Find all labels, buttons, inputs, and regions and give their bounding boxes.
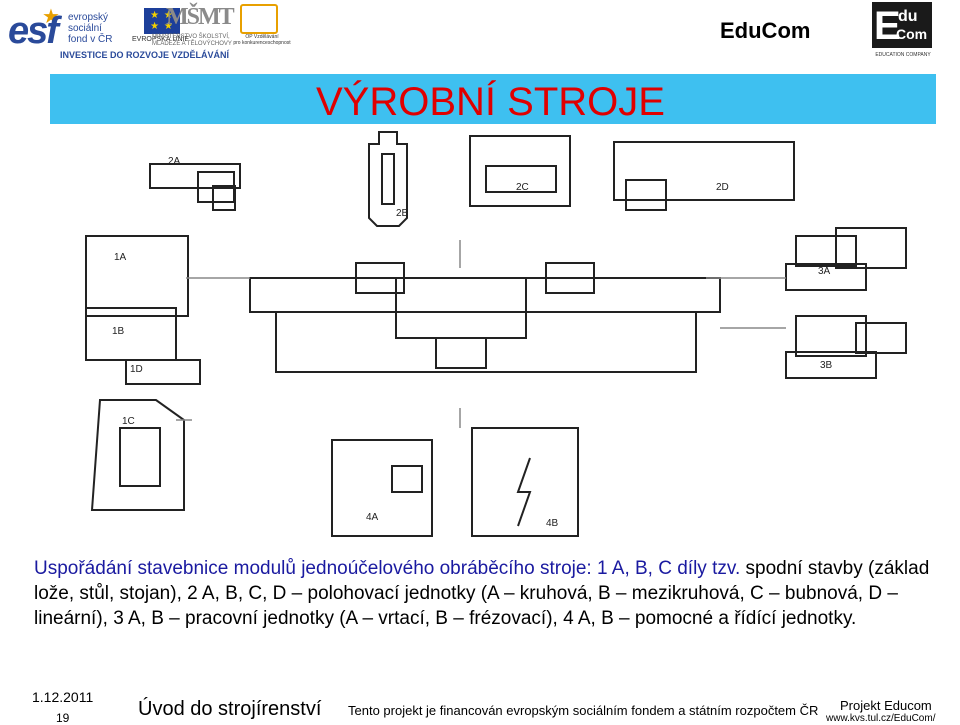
opvk-text: OP Vzdělávání pro konkurenceschopnost [233,34,291,46]
machine-module-diagram: 2A 2B 2C 2D 1A 1B 1D 1C 3A 3B 4A 4B [85,131,907,537]
diagram-label: 3A [818,266,831,277]
educom-logo: E du Com EDUCATION COMPANY [868,0,938,62]
diagram-label: 1A [114,252,127,263]
footer-url[interactable]: www.kvs.tul.cz/EduCom/ [826,713,936,724]
diagram-label: 1B [112,326,125,337]
slide-title: VÝROBNÍ STROJE [316,80,665,124]
diagram-label: 2C [516,182,529,193]
footer-page-number: 19 [56,711,70,725]
msmt-mark-icon: MŠMT [166,4,235,30]
msmt-logo: MŠMT MINISTERSTVO ŠKOLSTVÍ, MLÁDEŽE A TĚ… [152,4,235,50]
brand-name: EduCom [720,18,811,43]
diagram-label: 2A [168,156,181,167]
caption-highlight: Uspořádání stavebnice modulů jednoúčelov… [34,558,741,579]
educom-logo-block [872,2,932,48]
footer-date: 1.12.2011 [32,689,94,705]
caption-rest: spodní stavby (základ lože, stůl, stojan… [34,558,930,629]
esf-logo: ★ esf evropský sociální fond v ČR ★ ★ ★ … [8,4,238,62]
diagram-label: 1C [122,416,135,427]
esf-text: evropský sociální fond v ČR [68,12,113,45]
footer-funding-note: Tento projekt je financován evropským so… [348,703,819,718]
diagram-label: 2B [396,208,409,219]
diagram-label: 4A [366,512,379,523]
footer-course: Úvod do strojírenství [138,698,322,720]
investment-slogan: INVESTICE DO ROZVOJE VZDĚLÁVÁNÍ [60,50,230,60]
caption: Uspořádání stavebnice modulů jednoúčelov… [34,556,934,631]
opvk-frame-icon [240,4,278,34]
opvk-logo: OP Vzdělávání pro konkurenceschopnost [232,4,291,50]
footer-project: Projekt Educom [840,698,932,713]
diagram-label: 2D [716,182,729,193]
diagram-label: 4B [546,518,559,529]
diagram-label: 1D [130,364,143,375]
msmt-text: MINISTERSTVO ŠKOLSTVÍ, MLÁDEŽE A TĚLOVÝC… [152,34,232,47]
eu-label: EVROPSKÁ UNIE [132,36,190,43]
esf-wordmark: esf [8,10,59,52]
diagram-label: 3B [820,360,833,371]
eu-flag-icon: ★ ★ ★ ★ [144,8,180,34]
esf-star-icon: ★ [42,6,60,28]
title-bar [50,74,936,124]
logo-caption: EDUCATION COMPANY [875,52,931,58]
